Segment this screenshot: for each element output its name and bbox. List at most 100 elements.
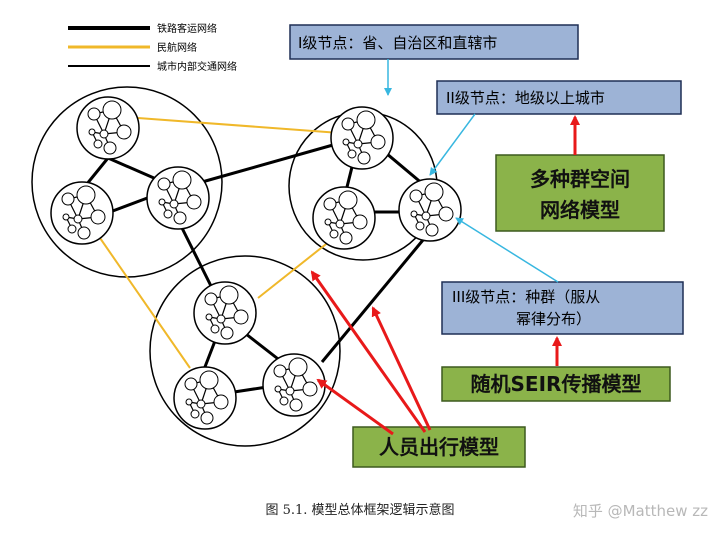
population-node xyxy=(102,100,122,120)
travel-arrow-to-city xyxy=(316,378,394,436)
population-node xyxy=(67,224,77,234)
population-node xyxy=(302,381,318,397)
level3-pointer xyxy=(455,217,559,283)
population-node xyxy=(216,314,226,324)
population-node xyxy=(357,151,371,165)
population-node xyxy=(415,221,425,231)
population-node xyxy=(338,190,358,210)
population-node xyxy=(233,309,249,325)
railway-link xyxy=(320,239,425,363)
travel-arrow-to-link xyxy=(371,306,432,431)
population-node xyxy=(273,364,287,378)
population-node xyxy=(163,209,173,219)
population-node xyxy=(103,141,117,155)
cyan-pointers xyxy=(384,59,559,283)
population-node xyxy=(77,226,91,240)
city-cluster xyxy=(330,106,394,170)
multi-population-label-line2: 网络模型 xyxy=(540,198,620,222)
population-node xyxy=(329,229,339,239)
population-node xyxy=(200,411,214,425)
figure-caption: 图 5.1. 模型总体框架逻辑示意图 xyxy=(265,502,454,518)
red-arrows xyxy=(310,115,580,436)
population-node xyxy=(324,218,332,226)
population-node xyxy=(285,386,295,396)
population-node xyxy=(76,185,96,205)
population-node xyxy=(185,398,193,406)
city-cluster xyxy=(50,181,114,245)
population-node xyxy=(342,138,350,146)
population-node xyxy=(73,214,83,224)
population-node xyxy=(62,213,70,221)
railway-links xyxy=(80,141,431,394)
city-cluster xyxy=(193,281,257,345)
population-node xyxy=(219,285,239,305)
population-node xyxy=(196,399,206,409)
city-cluster xyxy=(173,366,237,430)
population-node xyxy=(213,394,229,410)
population-node xyxy=(410,210,418,218)
railway-link xyxy=(180,227,215,291)
population-node xyxy=(87,107,101,121)
population-node xyxy=(61,192,75,206)
population-node xyxy=(169,199,179,209)
population-node xyxy=(157,177,171,191)
population-node xyxy=(352,214,368,230)
level1-label: I级节点：省、自治区和直辖市 xyxy=(298,34,497,52)
population-node xyxy=(220,326,234,340)
population-node xyxy=(190,409,200,419)
population-node xyxy=(370,134,386,150)
population-node xyxy=(424,182,444,202)
railway-link xyxy=(109,195,151,214)
legend-railway-label: 铁路客运网络 xyxy=(157,22,217,35)
population-node xyxy=(88,128,96,136)
level1-box: I级节点：省、自治区和直辖市 xyxy=(289,24,579,60)
legend-urban-label: 城市内部交通网络 xyxy=(157,60,237,73)
population-node xyxy=(288,357,308,377)
level3-box: III级节点：种群（服从 幂律分布） xyxy=(441,281,684,335)
population-node xyxy=(116,124,132,140)
population-node xyxy=(90,209,106,225)
population-node xyxy=(409,189,423,203)
level3-label-line2: 幂律分布） xyxy=(516,310,591,328)
population-node xyxy=(425,223,439,237)
level3-label-line1: III级节点：种群（服从 xyxy=(452,288,600,306)
city-clusters xyxy=(50,96,462,430)
population-node xyxy=(204,292,218,306)
legend: 铁路客运网络 民航网络 城市内部交通网络 xyxy=(68,22,237,73)
population-node xyxy=(323,197,337,211)
population-node xyxy=(339,231,353,245)
population-node xyxy=(421,211,431,221)
city-cluster xyxy=(398,178,462,242)
population-node xyxy=(353,139,363,149)
aviation-link xyxy=(137,117,341,134)
travel-box: 人员出行模型 xyxy=(352,426,526,468)
watermark: 知乎 @Matthew zz xyxy=(573,502,708,520)
population-node xyxy=(274,385,282,393)
population-node xyxy=(158,198,166,206)
multi-population-box: 多种群空间 网络模型 xyxy=(495,154,665,232)
population-node xyxy=(347,149,357,159)
aviation-link xyxy=(99,237,191,369)
population-node xyxy=(93,139,103,149)
city-cluster xyxy=(262,353,326,417)
population-node xyxy=(172,170,192,190)
population-node xyxy=(279,396,289,406)
travel-arrow-to-right-province xyxy=(310,270,427,433)
city-cluster xyxy=(76,96,140,160)
level2-label: II级节点：地级以上城市 xyxy=(446,89,605,107)
city-cluster xyxy=(146,166,210,230)
multi-population-label-line1: 多种群空间 xyxy=(530,167,630,191)
population-node xyxy=(205,313,213,321)
population-node xyxy=(199,370,219,390)
population-node xyxy=(99,129,109,139)
railway-link xyxy=(201,141,341,184)
seir-label: 随机SEIR传播模型 xyxy=(471,372,642,396)
seir-box: 随机SEIR传播模型 xyxy=(441,366,671,402)
population-node xyxy=(335,219,345,229)
population-node xyxy=(184,377,198,391)
population-node xyxy=(173,211,187,225)
population-node xyxy=(438,206,454,222)
level2-box: II级节点：地级以上城市 xyxy=(436,80,682,115)
population-node xyxy=(341,117,355,131)
